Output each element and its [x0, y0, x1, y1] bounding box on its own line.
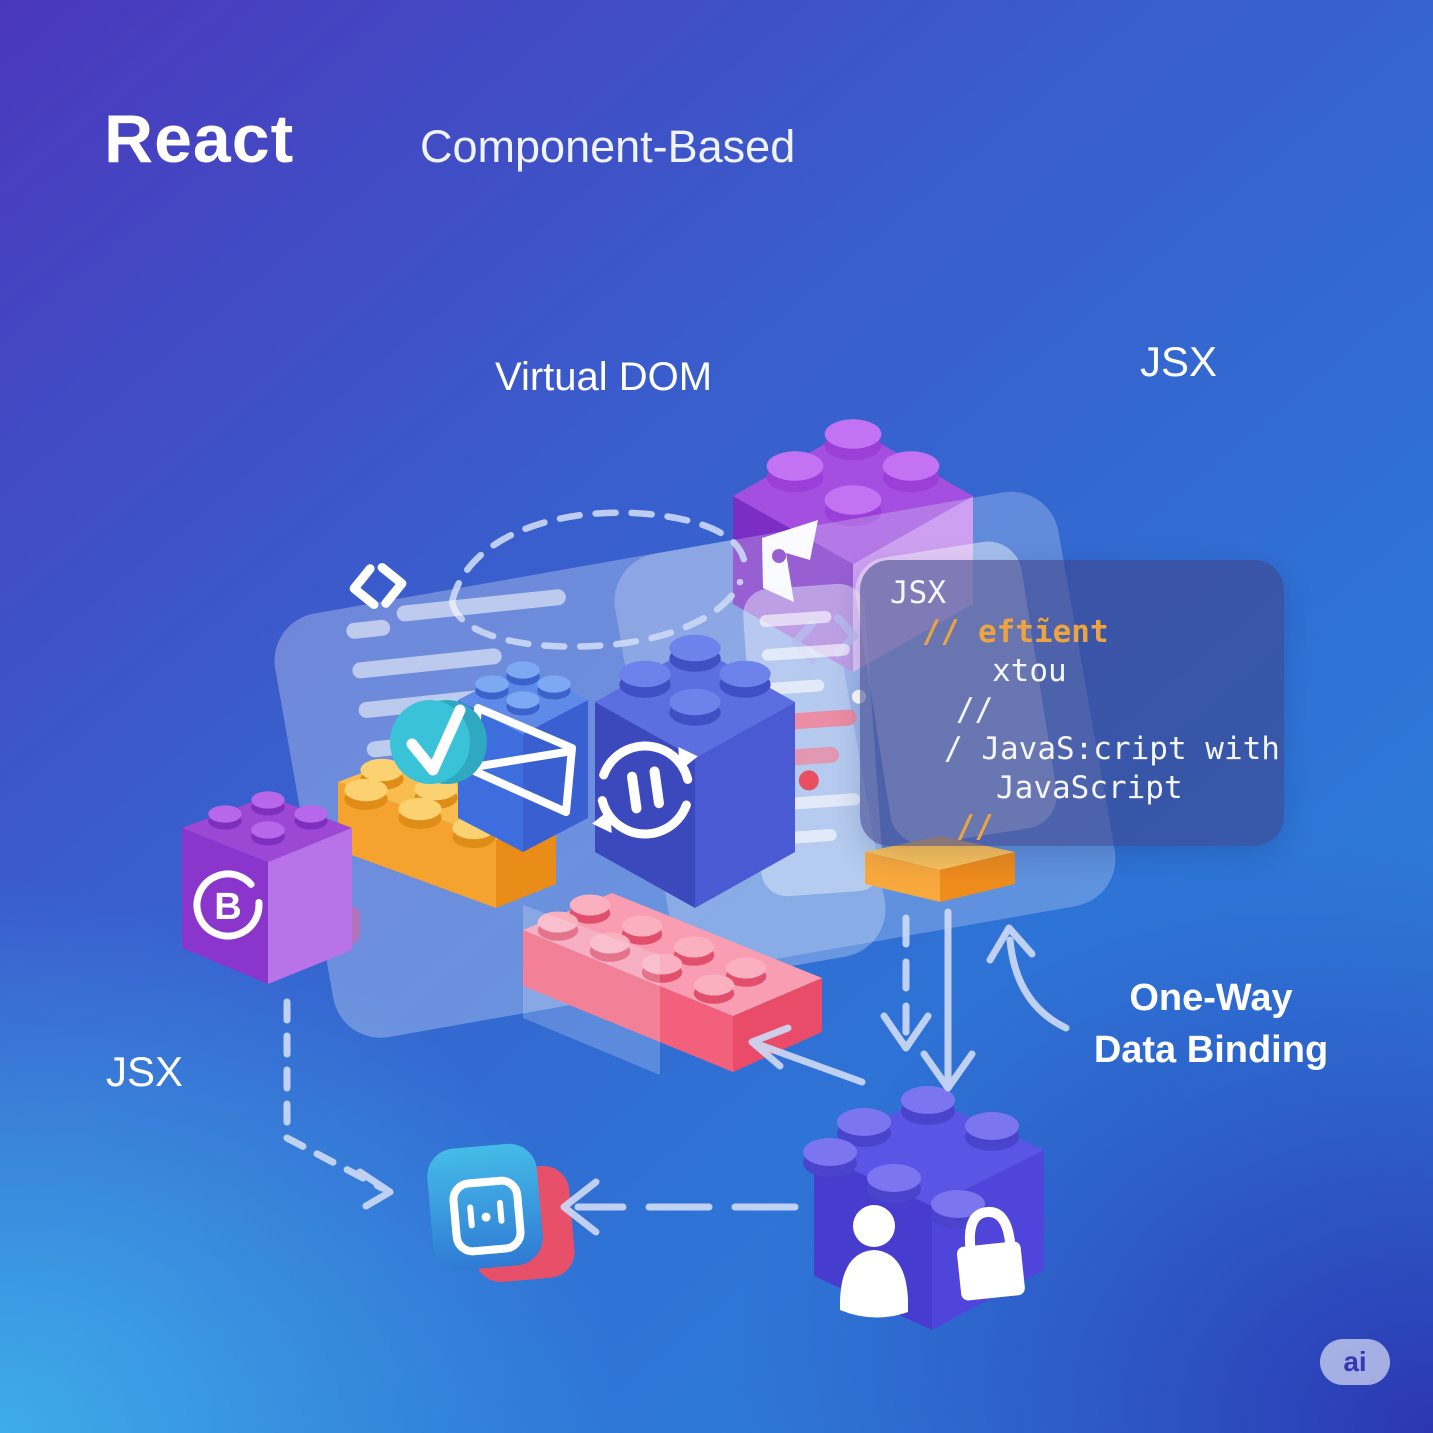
- dashed-loop-arrow: [448, 509, 748, 650]
- lock-icon: [956, 1207, 1025, 1301]
- pink-brick-arrow: [748, 1024, 866, 1086]
- b-logo-icon: B: [193, 870, 263, 940]
- flag-icon: [762, 520, 818, 602]
- code-line: //: [956, 809, 994, 845]
- code-brackets-icon: [349, 562, 407, 610]
- code-line: JavaScript: [996, 770, 1183, 806]
- check-icon: [406, 704, 466, 776]
- purple-brick-top: [733, 419, 973, 672]
- label-jsx-bottom: JSX: [106, 1048, 184, 1095]
- code-line: JSX: [890, 575, 946, 611]
- code-line: // eftĩent: [922, 614, 1109, 650]
- one-way-line2: Data Binding: [1093, 1029, 1329, 1072]
- label-one-way-data-binding: One-Way Data Binding: [1075, 972, 1347, 1077]
- label-virtual-dom: Virtual DOM: [495, 355, 713, 399]
- code-line: //: [956, 692, 994, 728]
- left-dashed-arrow: [560, 1178, 799, 1236]
- code-line: xtou: [992, 653, 1067, 689]
- code-line: / JavaS:cript with: [944, 731, 1280, 767]
- down-solid-arrow: [920, 908, 976, 1092]
- flow-arrows: [283, 908, 1070, 1236]
- one-way-line1: One-Way: [1129, 977, 1293, 1019]
- state-props-cube: [803, 1086, 1044, 1330]
- b-logo-letter: B: [214, 886, 241, 928]
- page-subtitle: Component-Based: [420, 121, 796, 172]
- app-icon-glyph: [449, 1176, 525, 1256]
- ai-badge-label: ai: [1343, 1346, 1367, 1377]
- label-jsx-top: JSX: [1140, 338, 1218, 385]
- glass-overlay: [523, 905, 660, 1075]
- page-title: React: [104, 101, 295, 177]
- jsx-bend-arrow: [283, 998, 394, 1210]
- purple-b-brick: B: [182, 791, 352, 984]
- down-dashed-arrow: [880, 914, 932, 1052]
- person-icon: [840, 1205, 908, 1318]
- check-token: [390, 700, 487, 784]
- component-app-icon: [427, 1143, 575, 1282]
- indigo-sync-cube: [592, 634, 795, 908]
- curved-up-arrow: [986, 924, 1070, 1032]
- ai-watermark-badge: ai: [1320, 1339, 1390, 1385]
- jsx-code-panel: JSX // eftĩent xtou // / JavaS:cript wit…: [860, 560, 1284, 846]
- sync-icon: [592, 741, 698, 839]
- document-lines: [759, 610, 861, 845]
